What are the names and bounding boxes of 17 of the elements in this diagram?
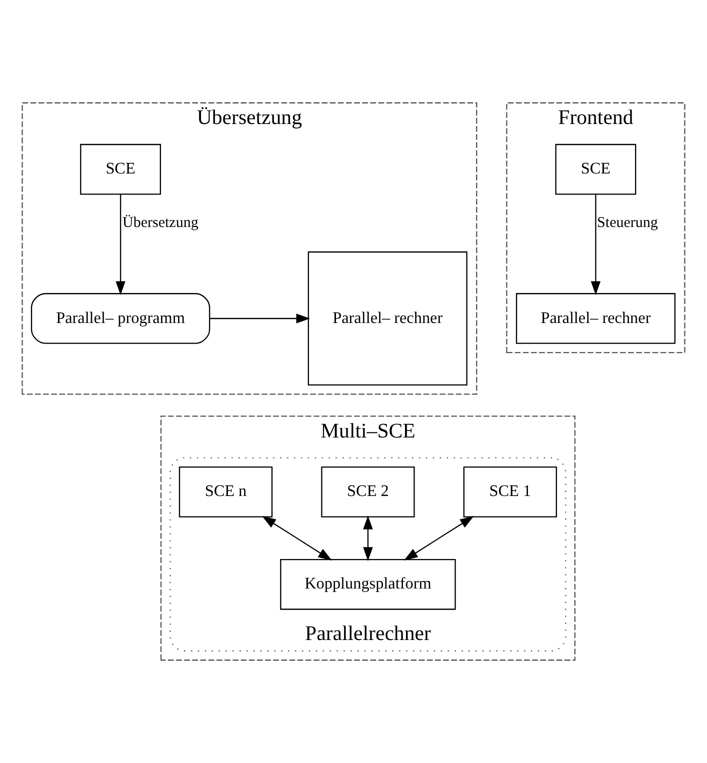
edge-label: Steuerung bbox=[597, 215, 658, 232]
node-box: Parallel– rechner bbox=[516, 293, 676, 344]
arrow bbox=[210, 314, 310, 324]
node-box: SCE bbox=[80, 144, 161, 195]
node-box: SCE n bbox=[178, 466, 273, 518]
node-box: Kopplungsplatform bbox=[280, 558, 456, 610]
node-box: Parallel– programm bbox=[30, 293, 210, 344]
arrow bbox=[262, 516, 332, 560]
node-box: SCE 1 bbox=[463, 466, 557, 518]
arrow bbox=[404, 516, 474, 560]
arrow bbox=[363, 515, 373, 562]
node-box: Parallel– rechner bbox=[308, 251, 468, 386]
node-box: SCE bbox=[555, 144, 636, 195]
arrow bbox=[116, 194, 126, 296]
node-box: SCE 2 bbox=[321, 466, 415, 518]
edge-label: Übersetzung bbox=[122, 215, 198, 232]
arrow bbox=[590, 194, 601, 296]
